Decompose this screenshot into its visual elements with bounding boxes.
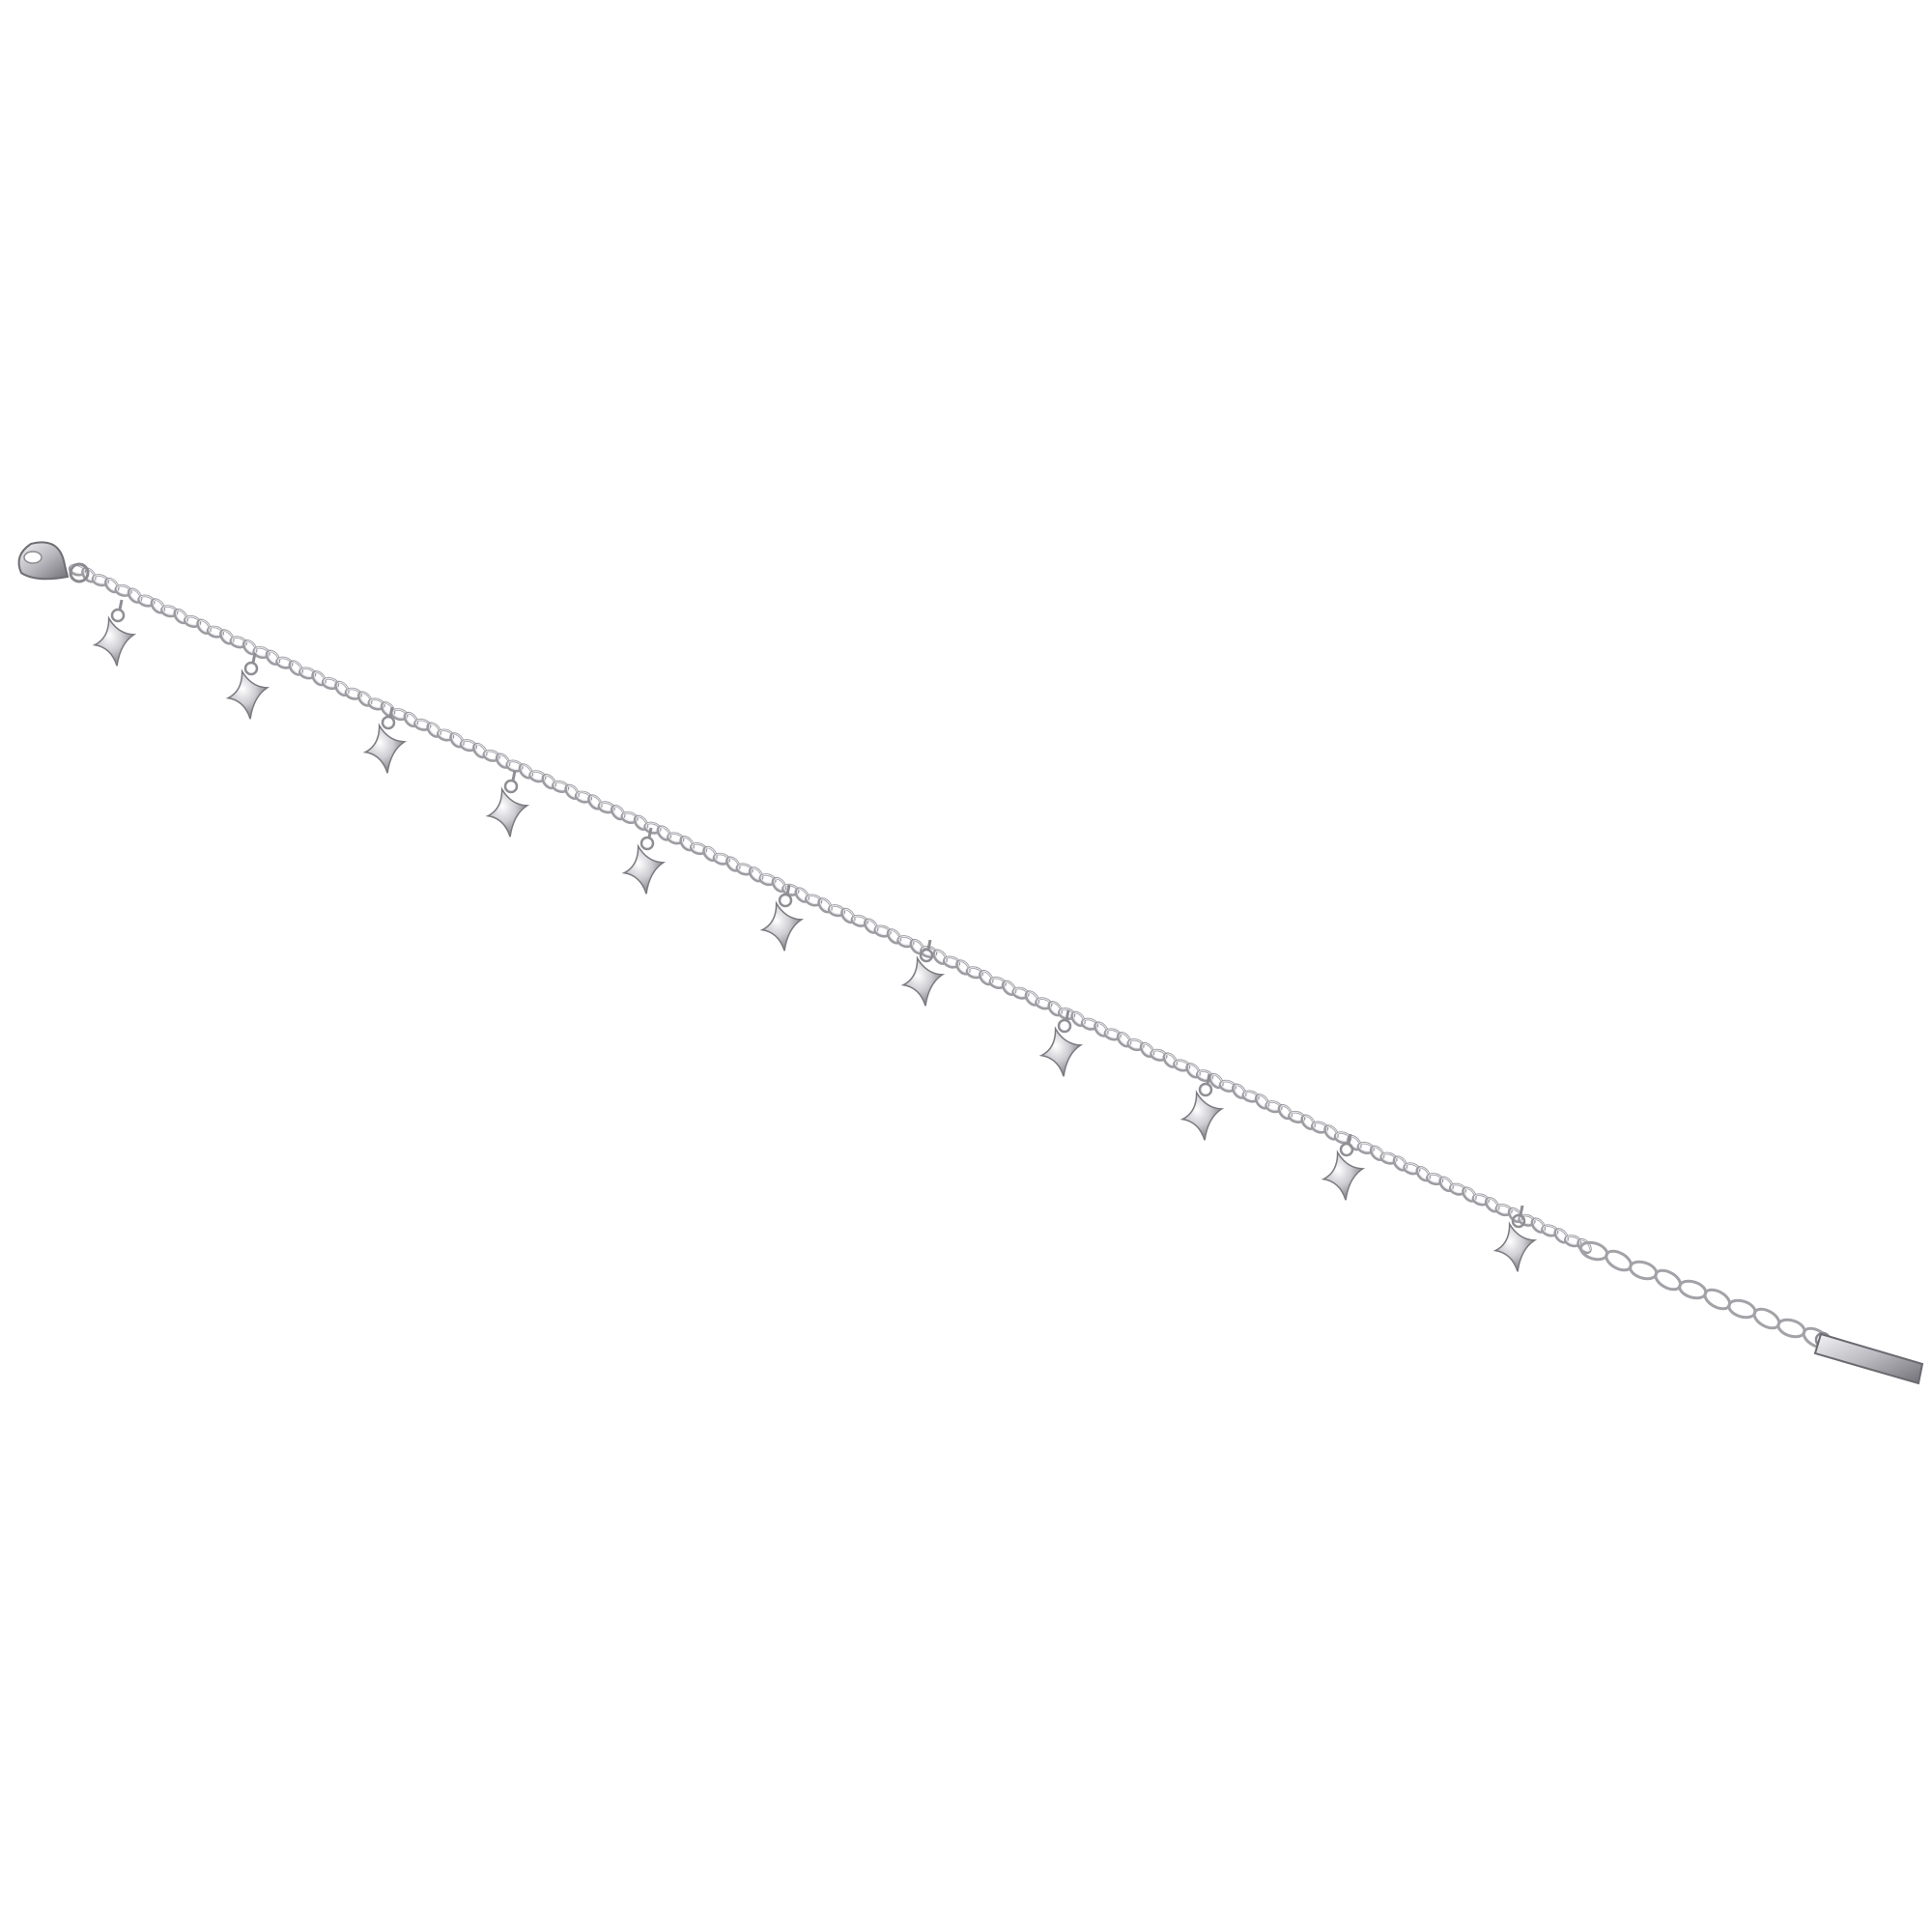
end-tag bbox=[1813, 1331, 1924, 1385]
star-charm bbox=[1038, 1009, 1084, 1077]
star-charm bbox=[900, 939, 946, 1007]
star-charm bbox=[225, 652, 270, 720]
star-charm bbox=[1179, 1073, 1225, 1141]
star-charm bbox=[92, 599, 137, 667]
star-charms bbox=[92, 599, 1538, 1272]
star-charm bbox=[621, 827, 667, 895]
star-charm bbox=[485, 770, 530, 838]
star-charm bbox=[759, 884, 805, 952]
star-charm bbox=[362, 706, 408, 774]
lobster-clasp-icon bbox=[17, 541, 90, 583]
star-charm bbox=[1492, 1205, 1538, 1272]
star-charm bbox=[1321, 1133, 1366, 1201]
chain bbox=[68, 563, 1592, 1255]
